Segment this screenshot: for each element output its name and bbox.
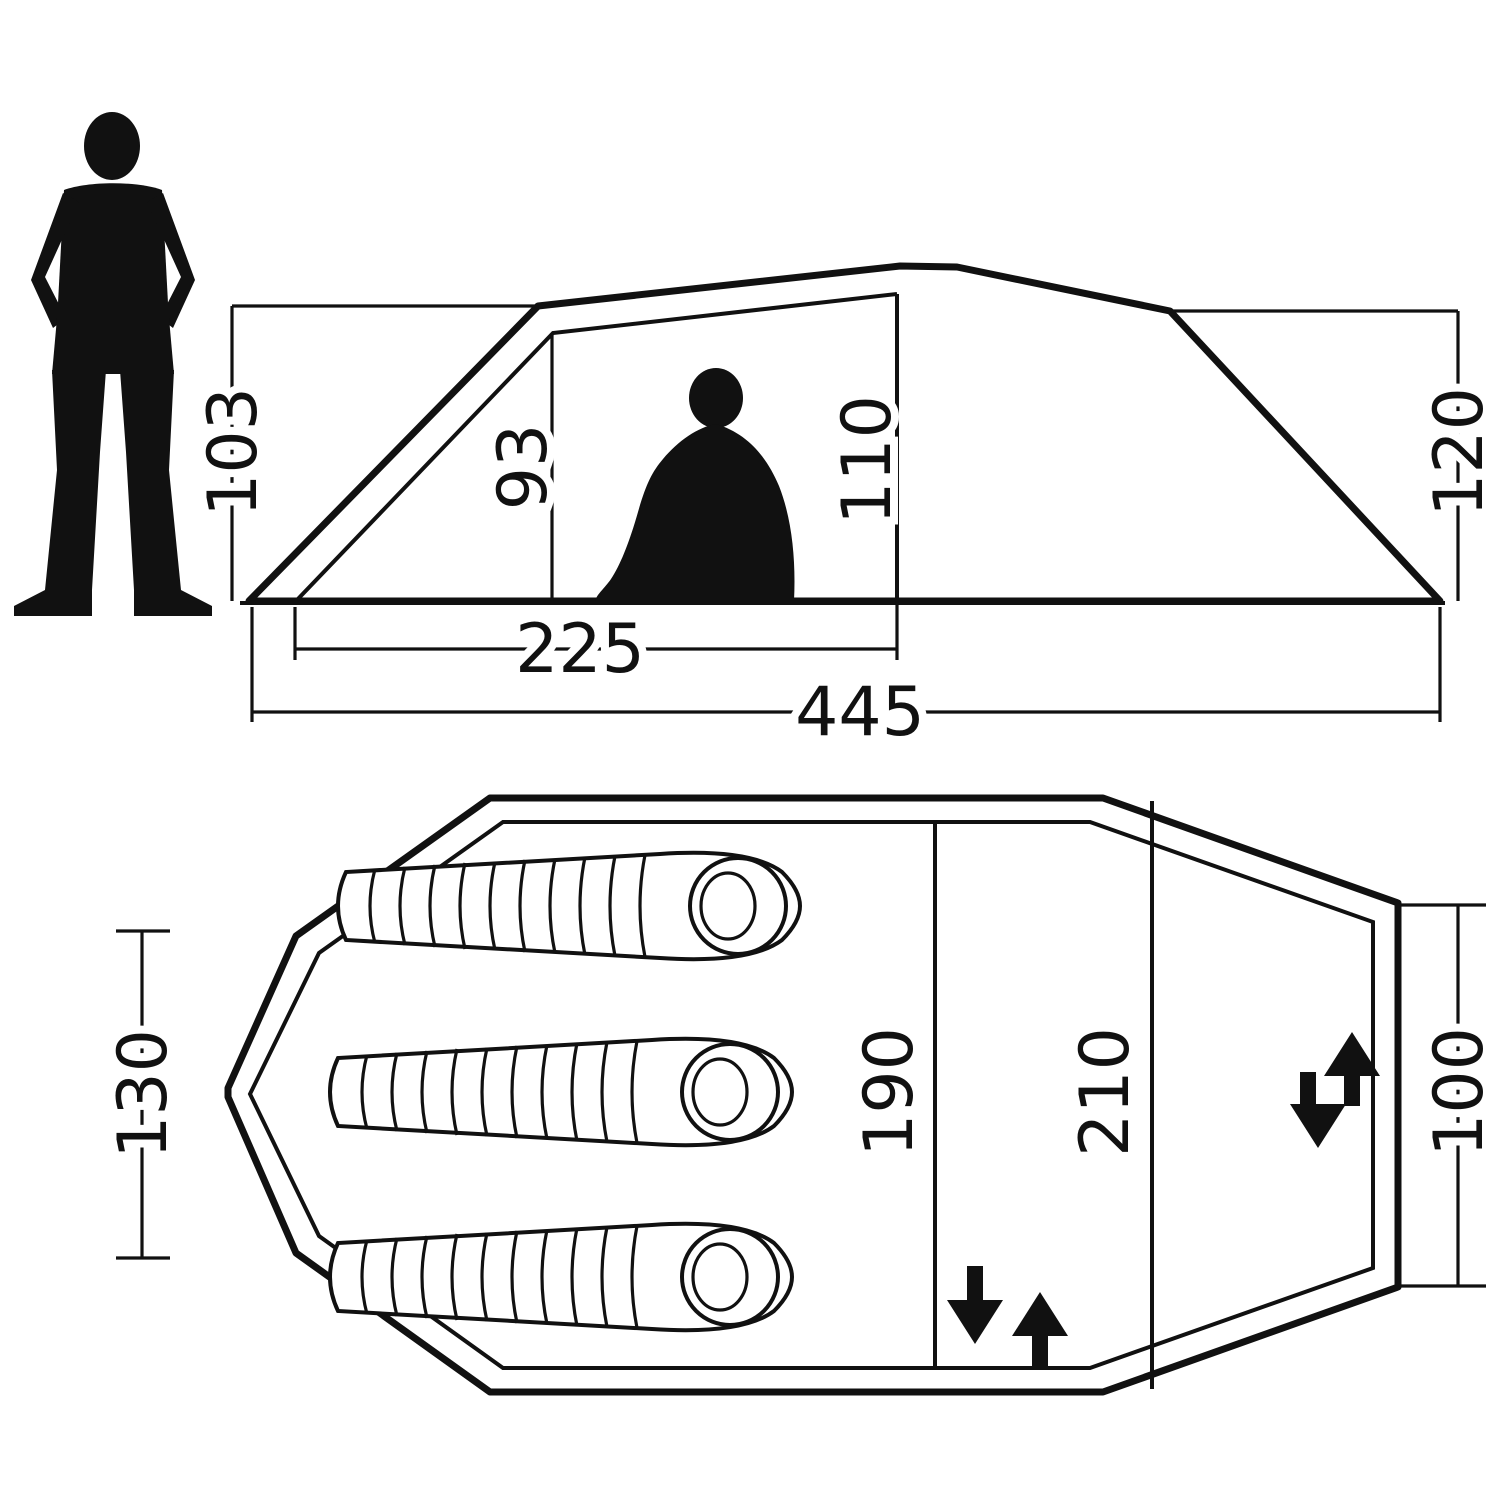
dim-label-inner-front-height: 93 [484, 424, 563, 511]
door-arrow-down-icon [947, 1266, 1003, 1344]
floorplan-inner-outline [247, 820, 1375, 1370]
side-view-dimensions [230, 304, 1460, 722]
dim-label-right-height: 120 [1420, 387, 1499, 517]
dim-label-inner-rear-height: 110 [828, 395, 907, 525]
tent-inner-profile [294, 292, 898, 603]
floorplan-dimensions [116, 903, 1486, 1288]
floor-plan: 130 190 210 100 [96, 794, 1500, 1396]
door-arrows-bottom [947, 1266, 1068, 1368]
door-arrow-up-icon [1324, 1032, 1380, 1106]
dim-label-left-height: 103 [194, 387, 273, 517]
sleeping-bag [328, 1036, 794, 1148]
dim-label-left-vestibule: 130 [104, 1029, 183, 1159]
sleeping-bag [328, 1221, 794, 1333]
tent-outer-profile [245, 262, 1444, 605]
sitting-person-icon [595, 368, 795, 601]
standing-person-icon [14, 112, 212, 616]
dim-label-inner-length: 225 [515, 610, 645, 689]
dim-label-total-length: 445 [795, 673, 925, 752]
dim-label-right-vestibule: 100 [1420, 1027, 1499, 1157]
door-arrows-right [1290, 1032, 1380, 1148]
dim-label-outer-width: 210 [1066, 1027, 1145, 1157]
door-arrow-down-icon [1290, 1072, 1346, 1148]
dim-label-inner-width: 190 [850, 1027, 929, 1157]
side-view: 103 93 110 120 225 445 [14, 112, 1500, 760]
sleeping-bag [336, 850, 802, 962]
door-arrow-up-icon [1012, 1292, 1068, 1368]
